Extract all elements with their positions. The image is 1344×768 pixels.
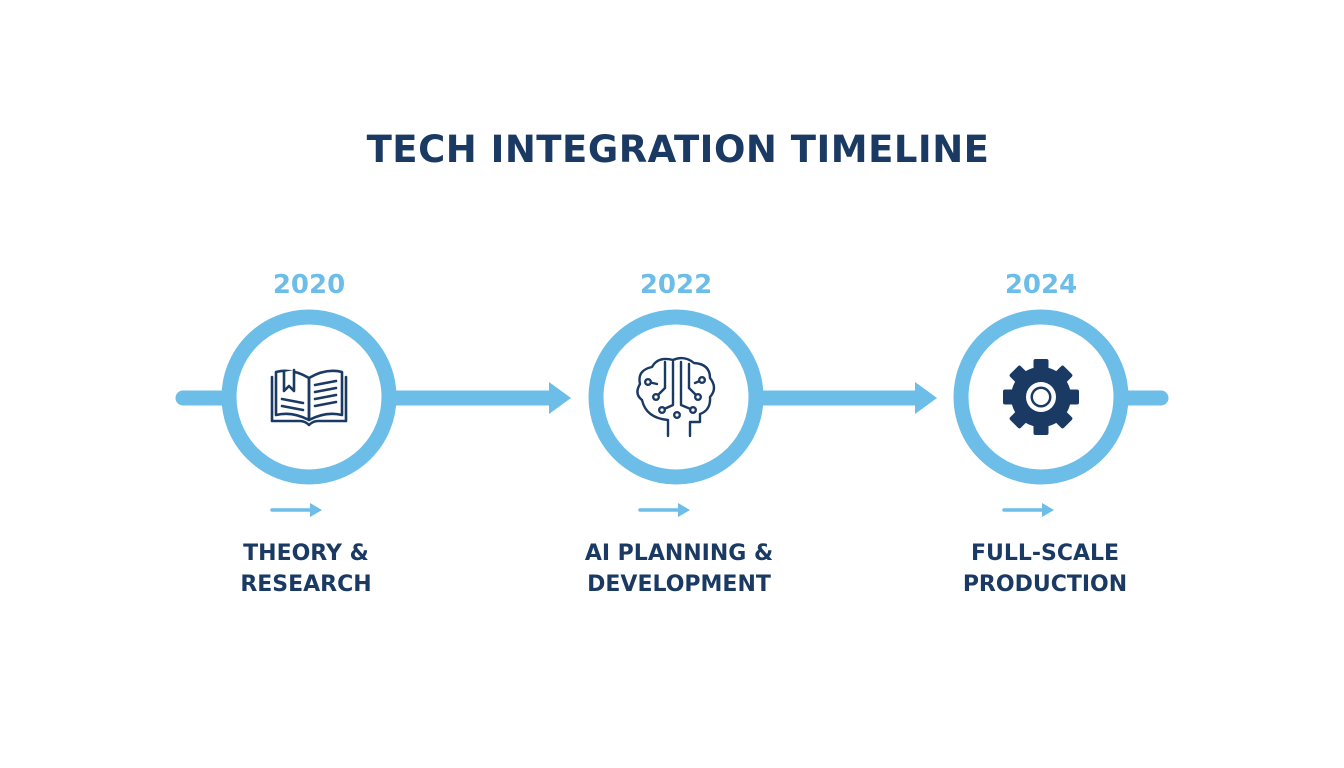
milestone-label-line1: THEORY &	[243, 541, 369, 566]
milestone-label-2022: AI PLANNING & DEVELOPMENT	[539, 538, 819, 600]
milestone-label-line2: DEVELOPMENT	[587, 572, 771, 597]
small-arrow-2022	[638, 503, 690, 517]
milestone-year-2020: 2020	[272, 270, 346, 300]
small-arrow-2020	[270, 503, 322, 517]
milestone-label-2024: FULL-SCALE PRODUCTION	[905, 538, 1185, 600]
milestone-label-line2: PRODUCTION	[962, 572, 1128, 597]
milestone-label-line1: FULL-SCALE	[970, 541, 1120, 566]
milestone-circle-2022	[588, 309, 764, 485]
gear-icon	[1003, 359, 1079, 435]
milestone-year-2022: 2022	[639, 270, 713, 300]
small-arrow-2024	[1002, 503, 1054, 517]
track-arrowhead-1	[549, 382, 571, 414]
milestone-label-2020: THEORY & RESEARCH	[166, 538, 446, 600]
open-book-icon	[270, 368, 348, 427]
milestone-label-line1: AI PLANNING &	[584, 541, 774, 566]
track-arrowhead-2	[915, 382, 937, 414]
milestone-year-2024: 2024	[1004, 270, 1078, 300]
page-title: TECH INTEGRATION TIMELINE	[366, 128, 990, 171]
milestone-label-line2: RESEARCH	[240, 572, 372, 597]
ai-brain-head-icon	[636, 356, 716, 438]
